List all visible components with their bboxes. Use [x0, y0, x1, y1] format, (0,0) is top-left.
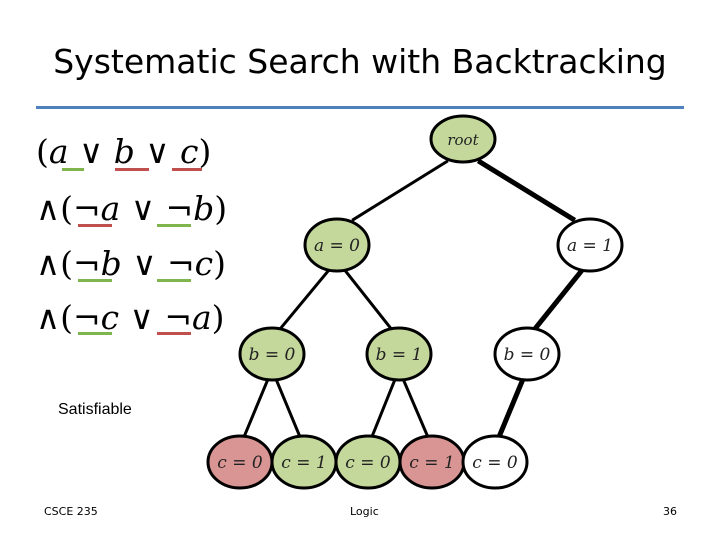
literal: a — [48, 132, 69, 171]
node-label: b = 0 — [249, 345, 296, 365]
node-label: a = 1 — [567, 236, 613, 256]
or-symbol: ∨ — [129, 298, 154, 337]
clause-2: ∧(¬a ∨ ¬b) — [36, 189, 227, 228]
false-underline — [157, 332, 191, 335]
literal: ¬c — [73, 298, 120, 337]
true-underline — [78, 332, 112, 335]
node-circle — [461, 434, 529, 490]
or-symbol: ∨ — [79, 132, 104, 171]
tree-edge-root-a0 — [351, 159, 449, 222]
tree-edge-a0b0-a0b0c1 — [274, 378, 302, 438]
tree-node-a0b0c1: c = 1 — [270, 434, 338, 490]
tree-node-a0b1c1: c = 1 — [398, 434, 466, 490]
node-label: c = 1 — [409, 453, 454, 473]
tree-edge-a0b1-a0b1c0 — [370, 378, 397, 438]
or-symbol: ∨ — [132, 244, 157, 283]
tree-edge-root-a1 — [476, 158, 577, 223]
tree-edge-a1b0-a1b0c0 — [496, 377, 526, 439]
tree-node-a0b0c0: c = 0 — [206, 434, 274, 490]
false-underline — [78, 224, 112, 227]
tree-node-a0: a = 0 — [303, 217, 371, 273]
literal: c — [180, 132, 199, 171]
clause-prefix: ∧( — [36, 298, 74, 337]
clause-1: (a ∨ b ∨ c) — [36, 132, 211, 171]
or-symbol: ∨ — [130, 189, 156, 228]
clause-prefix: ( — [36, 132, 49, 171]
footer-course: CSCE 235 — [44, 505, 98, 518]
clause-suffix: ) — [211, 298, 225, 337]
literal: b — [113, 132, 135, 171]
title-rule — [36, 106, 684, 109]
clause-suffix: ) — [198, 132, 212, 171]
node-label: root — [447, 131, 479, 149]
node-label: c = 1 — [281, 453, 326, 473]
false-underline — [115, 168, 149, 171]
tree-node-a0b1: b = 1 — [365, 326, 433, 382]
node-circle — [556, 217, 624, 273]
footer-topic: Logic — [350, 505, 379, 518]
literal: ¬b — [165, 189, 215, 228]
literal: ¬b — [73, 244, 122, 283]
tree-edge-a0b1-a0b1c1 — [401, 378, 430, 438]
tree-edge-a1-a1b0 — [532, 268, 585, 331]
node-label: a = 0 — [314, 236, 360, 256]
node-label: b = 0 — [504, 345, 551, 365]
node-label: c = 0 — [217, 453, 263, 473]
clause-4: ∧(¬c ∨ ¬a) — [36, 298, 225, 337]
node-label: b = 1 — [376, 345, 423, 365]
true-underline — [78, 279, 112, 282]
tree-node-a0b1c0: c = 0 — [334, 434, 402, 490]
clause-suffix: ) — [214, 189, 228, 228]
clause-prefix: ∧( — [36, 189, 74, 228]
false-underline — [172, 168, 202, 171]
tree-edge-a0b0-a0b0c0 — [242, 378, 270, 438]
node-circle — [365, 326, 433, 382]
tree-node-a1b0: b = 0 — [493, 326, 561, 382]
true-underline — [62, 168, 84, 171]
page-number: 36 — [663, 505, 677, 518]
clause-3: ∧(¬b ∨ ¬c) — [36, 244, 226, 283]
tree-node-a0b0: b = 0 — [238, 326, 306, 382]
node-circle — [238, 326, 306, 382]
node-label: c = 0 — [345, 453, 391, 473]
literal: ¬a — [164, 298, 212, 337]
true-underline — [157, 224, 191, 227]
clause-suffix: ) — [213, 244, 226, 283]
or-symbol: ∨ — [145, 132, 170, 171]
tree-edge-a0-a0b1 — [343, 268, 393, 331]
node-circle — [493, 326, 561, 382]
tree-node-a1: a = 1 — [556, 217, 624, 273]
tree-node-root: root — [429, 114, 497, 164]
tree-node-a1b0c0: c = 0 — [461, 434, 529, 490]
node-label: c = 0 — [472, 453, 518, 473]
node-circle — [303, 217, 371, 273]
literal: ¬a — [73, 189, 121, 228]
true-underline — [157, 279, 191, 282]
literal: ¬c — [166, 244, 214, 283]
tree-edge-a0-a0b0 — [278, 268, 331, 331]
clause-prefix: ∧( — [36, 244, 74, 283]
node-circle — [429, 114, 497, 164]
status-text: Satisfiable — [58, 401, 132, 418]
slide-title: Systematic Search with Backtracking — [53, 42, 667, 81]
